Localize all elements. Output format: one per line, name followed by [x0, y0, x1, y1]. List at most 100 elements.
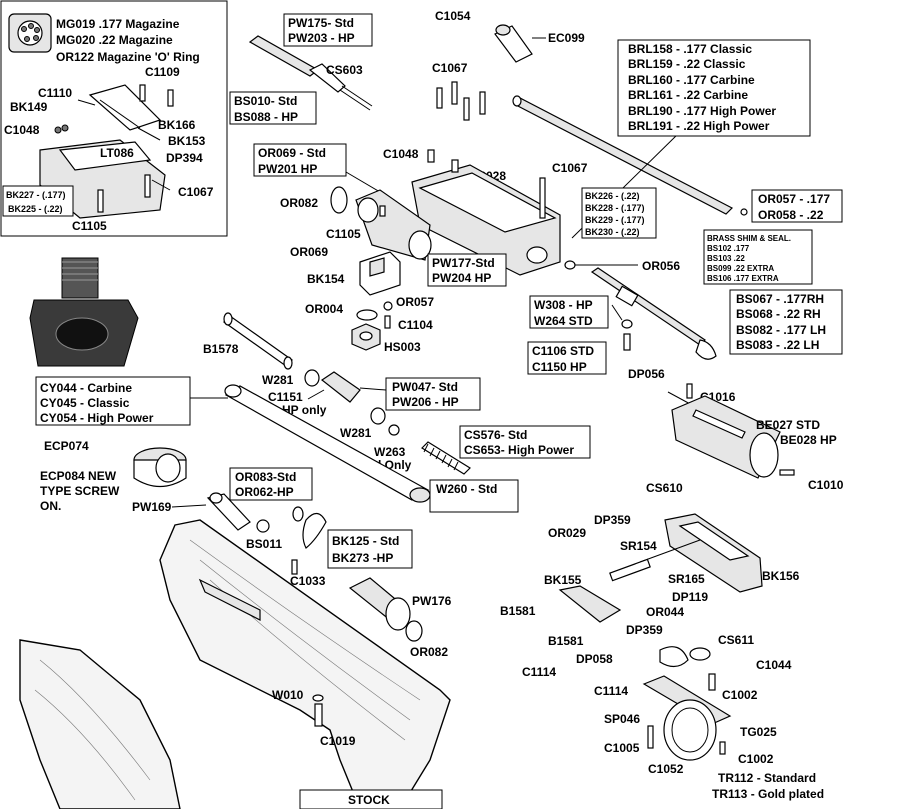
label-c1067-inset: C1067 [178, 185, 214, 199]
label-sp046: SP046 [604, 712, 640, 726]
label-cy054: CY054 - High Power [40, 411, 154, 425]
stock-part [19, 519, 451, 809]
label-sr154: SR154 [620, 539, 657, 553]
label-bs068: BS068 - .22 RH [736, 307, 821, 321]
label-c1048-inset: C1048 [4, 123, 40, 137]
label-dp359-a: DP359 [594, 513, 631, 527]
label-bs011: BS011 [246, 537, 282, 551]
label-pw169: PW169 [132, 500, 172, 514]
label-c1002-b: C1002 [738, 752, 774, 766]
label-pw047: PW047- Std [392, 380, 458, 394]
label-c1044: C1044 [756, 658, 792, 672]
label-pw175: PW175- Std [288, 16, 354, 30]
trigger-housing-bk156-part [664, 513, 763, 593]
label-c1110: C1110 [38, 86, 72, 100]
label-or004: OR004 [305, 302, 343, 316]
label-or057-mid: OR057 [396, 295, 434, 309]
label-or069: OR069 [290, 245, 328, 259]
label-or062: OR062-HP [235, 485, 294, 499]
label-bk155: BK155 [544, 573, 582, 587]
label-dp359-b: DP359 [626, 623, 663, 637]
label-cs603: CS603 [326, 63, 363, 77]
label-bs103: BS103 .22 [707, 254, 745, 263]
label-lt086: LT086 [100, 146, 134, 160]
label-hs003: HS003 [384, 340, 421, 354]
label-pw204: PW204 HP [432, 271, 491, 285]
label-or082-left: OR082 [410, 645, 448, 659]
label-ecp084-1: ECP084 NEW [40, 469, 117, 483]
label-c1067-right: C1067 [552, 161, 588, 175]
label-bk154: BK154 [307, 272, 345, 286]
label-pw203: PW203 - HP [288, 31, 355, 45]
screws-group-c1067 [436, 81, 486, 121]
label-c1105-mid: C1105 [326, 227, 361, 241]
label-bk273: BK273 -HP [332, 551, 393, 565]
muzzle-adapter-illustration [29, 257, 139, 367]
label-c1048-top: C1048 [383, 147, 419, 161]
label-c1005: C1005 [604, 741, 640, 755]
label-or082-top: OR082 [280, 196, 318, 210]
label-w010: W010 [272, 688, 304, 702]
label-brl161: BRL161 - .22 Carbine [628, 88, 748, 102]
label-be027: BE027 STD [756, 418, 820, 432]
label-w260: W260 - Std [436, 482, 497, 496]
label-bs106: BS106 .177 EXTRA [707, 274, 779, 283]
magazine-line-3: OR122 Magazine 'O' Ring [56, 50, 200, 64]
label-or069-std: OR069 - Std [258, 146, 326, 160]
label-or029: OR029 [548, 526, 586, 540]
cylinder-tube-part [224, 384, 431, 503]
label-bs010: BS010- Std [234, 94, 297, 108]
label-bk166: BK166 [158, 118, 196, 132]
label-cs576: CS576- Std [464, 428, 527, 442]
label-c1002-a: C1002 [722, 688, 758, 702]
end-cap-ecp074-part [133, 447, 187, 488]
magazine-icon [8, 13, 52, 53]
label-ecp084-2: TYPE SCREW [40, 484, 120, 498]
label-bk153: BK153 [168, 134, 206, 148]
label-stock: STOCK [348, 793, 390, 807]
label-c1114-a: C1114 [522, 665, 556, 679]
label-pw206: PW206 - HP [392, 395, 459, 409]
label-c1054: C1054 [435, 9, 471, 23]
label-bs082: BS082 - .177 LH [736, 323, 826, 337]
block-bk154-part [359, 251, 401, 296]
label-b1578: B1578 [203, 342, 239, 356]
label-bs099: BS099 .22 EXTRA [707, 264, 774, 273]
label-or057-right: OR057 - .177 [758, 192, 830, 206]
label-c1104: C1104 [398, 318, 433, 332]
label-c1033: C1033 [290, 574, 326, 588]
end-cap-part [494, 24, 533, 63]
label-brl191: BRL191 - .22 High Power [628, 119, 770, 133]
label-hp-only: HP only [282, 403, 327, 417]
label-brl159: BRL159 - .22 Classic [628, 57, 746, 71]
label-ecp074: ECP074 [44, 439, 89, 453]
label-tr113: TR113 - Gold plated [712, 787, 824, 801]
magazine-line-1: MG019 .177 Magazine [56, 17, 180, 31]
label-w263: W263 [374, 445, 406, 459]
label-or083: OR083-Std [235, 470, 296, 484]
label-bk125: BK125 - Std [332, 534, 399, 548]
nut-hs003-part [351, 323, 381, 351]
label-cs611: CS611 [718, 633, 754, 647]
label-or044: OR044 [646, 605, 684, 619]
label-w308: W308 - HP [534, 298, 593, 312]
label-bs088: BS088 - HP [234, 110, 298, 124]
piston-rod-part [248, 35, 373, 111]
label-cs610: CS610 [646, 481, 683, 495]
label-dp058: DP058 [576, 652, 613, 666]
label-bk149: BK149 [10, 100, 48, 114]
cylinder-be027-part [671, 395, 795, 479]
label-c1019: C1019 [320, 734, 356, 748]
label-c1151: C1151 [268, 390, 303, 404]
label-cs653: CS653- High Power [464, 443, 574, 457]
trigger-guard-tg025-part [642, 675, 732, 761]
label-bk226: BK226 - (.22) [585, 191, 640, 201]
label-c1114-b: C1114 [594, 684, 628, 698]
label-c1150: C1150 HP [532, 360, 587, 374]
label-bs102: BS102 .177 [707, 244, 750, 253]
label-bs067: BS067 - .177RH [736, 292, 824, 306]
inset-kit-line-1: BK227 - (.177) [6, 190, 66, 200]
label-c1109: C1109 [145, 65, 180, 79]
label-c1106: C1106 STD [532, 344, 594, 358]
